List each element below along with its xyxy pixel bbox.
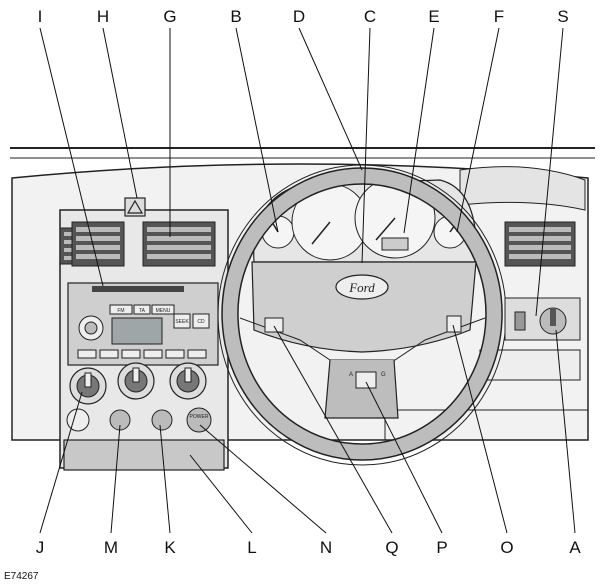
cd-label: CD: [197, 319, 205, 325]
steering-hub: [251, 261, 477, 353]
callout-m: M: [104, 538, 118, 557]
recirculation-button[interactable]: [151, 409, 173, 431]
selector-letter-g: G: [381, 372, 386, 378]
callout-j: J: [36, 538, 45, 557]
air-distribution-knob[interactable]: [169, 362, 207, 400]
callout-g: G: [163, 7, 176, 26]
vent-center-left: [71, 221, 125, 267]
steering-wheel-rim: [221, 167, 503, 461]
callout-a: A: [569, 538, 581, 557]
callout-i: I: [38, 7, 43, 26]
station-buttons-row: [77, 349, 207, 359]
callout-o: O: [500, 538, 513, 557]
preset-fm-label: FM: [117, 308, 124, 314]
callout-k: K: [164, 538, 176, 557]
callout-d: D: [293, 7, 305, 26]
ford-badge-text: Ford: [348, 280, 375, 295]
callout-q: Q: [385, 538, 398, 557]
vent-right-outer: [504, 221, 576, 267]
steering-lower-spoke: [324, 359, 399, 419]
callout-letters-bottom: J M K L N Q P O A: [36, 538, 582, 557]
power-button[interactable]: POWER: [186, 407, 212, 433]
callout-c: C: [364, 7, 376, 26]
callout-p: P: [436, 538, 447, 557]
hazard-button[interactable]: [124, 197, 146, 217]
preset-fm-button[interactable]: [109, 304, 133, 315]
callout-l: L: [247, 538, 256, 557]
preset-menu-label: MENU: [156, 308, 171, 314]
odometer-display: [381, 237, 409, 251]
blank-switch: [66, 408, 90, 432]
horn-pad-left[interactable]: [264, 317, 284, 333]
cd-button[interactable]: [192, 313, 210, 329]
instrument-cluster: [253, 177, 477, 263]
callout-n: N: [320, 538, 332, 557]
preset-menu-button[interactable]: [151, 304, 175, 315]
preset-ta-label: TA: [139, 308, 146, 314]
dash-top-right-surface: [459, 166, 586, 211]
headlamp-levelling-control[interactable]: [514, 311, 526, 331]
callout-letters-top: I H G B D C E F S: [38, 7, 569, 26]
audio-display: [111, 317, 163, 345]
figure-code: E74267: [4, 571, 39, 582]
callout-f: F: [494, 7, 504, 26]
preset-ta-button[interactable]: [133, 304, 151, 315]
ford-badge: [335, 274, 389, 300]
steering-wheel: Ford A G: [217, 164, 507, 466]
storage-tray: [63, 439, 225, 471]
fan-speed-knob[interactable]: [69, 367, 107, 405]
callout-leader-lines-bottom: [39, 324, 576, 534]
preset-buttons: FM TA MENU SEEK CD: [109, 304, 210, 329]
hazard-triangle-icon: [126, 199, 144, 214]
vent-center-right: [142, 221, 216, 267]
seek-label: SEEK: [175, 319, 189, 325]
seek-button[interactable]: [173, 313, 191, 329]
audio-unit: FM TA MENU SEEK CD: [67, 282, 219, 366]
callout-s: S: [557, 7, 568, 26]
audio-remote-control[interactable]: [446, 315, 462, 333]
callout-leader-lines-top: [39, 27, 564, 317]
callout-h: H: [97, 7, 109, 26]
callout-b: B: [230, 7, 241, 26]
callout-e: E: [428, 7, 439, 26]
selector-letter-a: A: [349, 372, 353, 378]
temperature-knob[interactable]: [117, 362, 155, 400]
cd-slot: [92, 286, 184, 292]
horn[interactable]: [355, 371, 377, 389]
power-button-label: POWER: [190, 414, 209, 420]
